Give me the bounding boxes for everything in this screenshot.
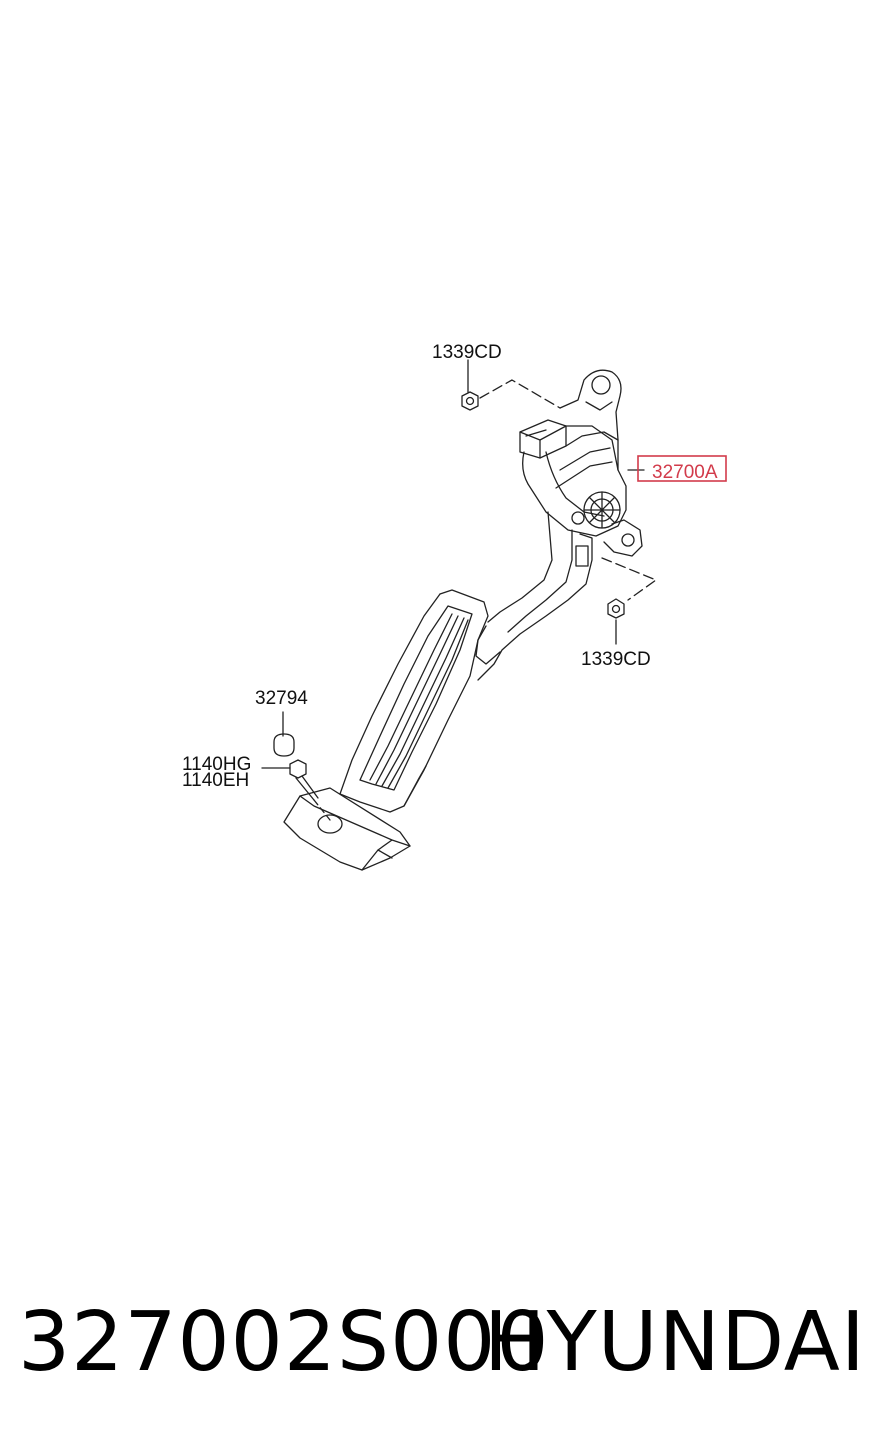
callout-top-nut: 1339CD: [432, 342, 502, 363]
accelerator-pedal-assembly: [283, 369, 643, 871]
footer: 327002S000 HYUNDAI: [0, 1288, 886, 1398]
bolt-group: [261, 759, 331, 821]
part-number: 327002S000: [18, 1295, 550, 1390]
callout-bolt-b: 1140EH: [182, 770, 249, 791]
callout-assembly[interactable]: 32700A: [652, 462, 718, 483]
brand-name: HYUNDAI: [483, 1295, 866, 1390]
stopper-group: [273, 711, 295, 757]
top-nut-group: [461, 359, 561, 411]
callout-bottom-nut: 1339CD: [581, 649, 651, 670]
callout-stopper: 32794: [255, 688, 308, 709]
bottom-nut-group: [601, 557, 657, 645]
callout-bolt-a: 1140HG: [182, 754, 251, 775]
assembly-highlight-box: [637, 455, 727, 482]
